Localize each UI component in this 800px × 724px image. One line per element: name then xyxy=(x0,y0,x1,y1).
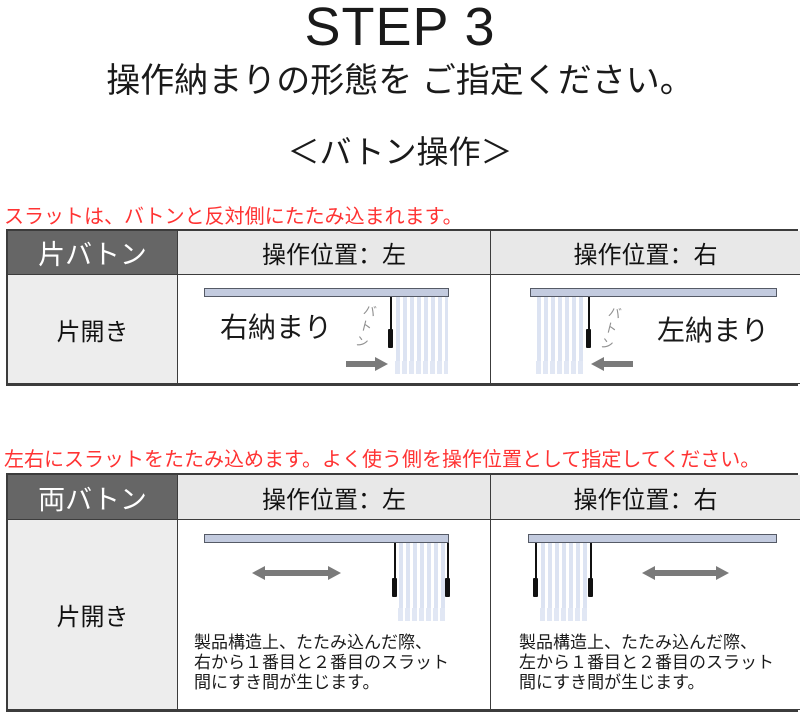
slats xyxy=(396,297,448,361)
baton-handle xyxy=(586,329,591,348)
baton-handle xyxy=(445,578,450,597)
double-baton-left-diagram: 製品構造上、たたみ込んだ際、 右から１番目と２番目のスラット 間にすき間が生じま… xyxy=(178,520,491,710)
slat-feet xyxy=(398,608,446,621)
slat-feet xyxy=(536,361,584,374)
arrow-right-icon xyxy=(346,357,388,371)
rail xyxy=(204,288,449,297)
slats xyxy=(399,543,446,608)
single-baton-col-right-header: 操作位置：右 xyxy=(491,231,800,275)
single-baton-table: 片バトン 操作位置：左 操作位置：右 片開き 右納まり バトン バトン xyxy=(6,229,800,386)
double-baton-row-label: 片開き xyxy=(8,520,178,710)
storage-label: 左納まり xyxy=(657,315,770,346)
slat-feet xyxy=(395,361,448,374)
section-heading-baton: ＜バトン操作＞ xyxy=(287,134,513,170)
arrow-double-icon xyxy=(252,566,341,580)
single-baton-left-diagram: 右納まり バトン xyxy=(178,275,491,384)
storage-label: 右納まり xyxy=(220,312,333,343)
baton-cord xyxy=(447,543,449,578)
gap-caption: 製品構造上、たたみ込んだ際、 左から１番目と２番目のスラット 間にすき間が生じま… xyxy=(519,633,774,692)
baton-cord xyxy=(390,297,392,329)
rail xyxy=(204,534,449,543)
double-baton-note: 左右にスラットをたたみ込めます。よく使う側を操作位置として指定してください。 xyxy=(4,449,761,471)
single-baton-col-left-header: 操作位置：左 xyxy=(178,231,491,275)
baton-handle xyxy=(388,329,393,348)
baton-label: バトン xyxy=(351,302,378,353)
slats xyxy=(541,543,589,608)
single-baton-note: スラットは、バトンと反対側にたたみ込まれます。 xyxy=(4,206,463,228)
single-baton-row-label: 片開き xyxy=(8,275,178,384)
baton-label: バトン xyxy=(596,304,623,355)
baton-handle xyxy=(533,578,538,597)
page-subtitle: 操作納まりの形態を ご指定ください。 xyxy=(106,62,694,100)
rail xyxy=(528,534,777,543)
baton-cord xyxy=(394,543,396,578)
arrow-left-icon xyxy=(591,357,633,371)
gap-caption: 製品構造上、たたみ込んだ際、 右から１番目と２番目のスラット 間にすき間が生じま… xyxy=(194,633,449,692)
double-baton-col-left-header: 操作位置：左 xyxy=(178,475,491,520)
rail xyxy=(530,288,777,297)
baton-cord xyxy=(590,543,592,578)
arrow-double-icon xyxy=(642,566,729,580)
baton-handle xyxy=(392,578,397,597)
single-baton-header: 片バトン xyxy=(8,231,178,275)
slat-feet xyxy=(540,608,589,621)
double-baton-header: 両バトン xyxy=(8,475,178,520)
baton-handle xyxy=(588,578,593,597)
double-baton-right-diagram: 製品構造上、たたみ込んだ際、 左から１番目と２番目のスラット 間にすき間が生じま… xyxy=(491,520,800,710)
double-baton-table: 両バトン 操作位置：左 操作位置：右 片開き 製品構造上、たたみ込んだ際、 右か… xyxy=(6,473,800,712)
single-baton-right-diagram: バトン 左納まり xyxy=(491,275,800,384)
slats xyxy=(537,297,584,361)
baton-cord xyxy=(535,543,537,578)
double-baton-col-right-header: 操作位置：右 xyxy=(491,475,800,520)
baton-cord xyxy=(588,297,590,329)
page-title: STEP 3 xyxy=(304,0,496,57)
